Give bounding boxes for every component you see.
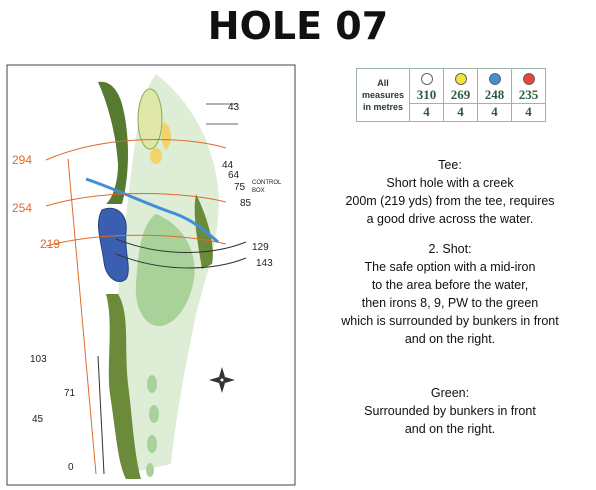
tee-white-par: 4 — [423, 104, 430, 119]
tree-line-left — [106, 294, 141, 479]
control-box-label-2: BOX — [252, 188, 265, 194]
shot-line-2: to the area before the water, — [371, 278, 529, 292]
green-section: Green: Surrounded by bunkers in front an… — [304, 384, 596, 438]
tee-blue-dot-icon — [489, 73, 501, 85]
tee-yellow-par: 4 — [457, 104, 464, 119]
marker-143: 143 — [256, 258, 273, 269]
tee-heading: Tee: — [438, 158, 462, 172]
arc-294 — [45, 138, 227, 161]
tee-line-1: Short hole with a creek — [386, 176, 514, 190]
marker-44: 44 — [222, 160, 234, 171]
scorecard-label-line-2: measures — [361, 90, 405, 100]
tee-yellow-distance: 269 — [444, 86, 477, 104]
green-bunker — [161, 122, 172, 150]
arc-129 — [115, 238, 247, 253]
measure-line-black — [97, 355, 105, 475]
scorecard-label-line-3: in metres — [362, 102, 404, 112]
compass-rose-icon — [209, 367, 235, 393]
tee-red-dot-icon — [523, 73, 535, 85]
scorecard-label-line-1: All — [377, 78, 389, 88]
tee-blue-par: 4 — [491, 104, 498, 119]
tee-red-distance: 235 — [512, 86, 545, 104]
marker-0: 0 — [68, 462, 74, 473]
tee-red-par: 4 — [525, 104, 532, 119]
creek — [85, 177, 219, 244]
tee-white-distance: 310 — [410, 86, 443, 104]
scorecard-col-blue: 248 4 — [478, 69, 512, 121]
hole-map: 294 254 219 103 71 45 0 43 44 64 75 CONT… — [6, 64, 296, 486]
green-bunker-front — [150, 148, 162, 164]
green-heading: Green: — [430, 386, 470, 400]
marker-129: 129 — [252, 242, 269, 253]
shot-heading: 2. Shot: — [428, 242, 472, 256]
arc-254 — [45, 193, 227, 207]
tee-box-3 — [147, 435, 157, 453]
tree-line-top — [98, 81, 128, 204]
marker-75: 75 — [234, 182, 246, 193]
scorecard-col-red: 235 4 — [512, 69, 545, 121]
control-box-label-1: CONTROL — [252, 180, 282, 186]
marker-103: 103 — [30, 354, 47, 365]
marker-254: 254 — [12, 201, 32, 215]
tee-blue-distance: 248 — [478, 86, 511, 104]
tee-yellow-dot-icon — [455, 73, 467, 85]
shot-section: 2. Shot: The safe option with a mid-iron… — [304, 240, 596, 348]
measure-line-left — [67, 158, 97, 475]
pond — [98, 207, 129, 283]
tee-white-dot-icon — [421, 73, 433, 85]
green-line-2: and on the right. — [404, 422, 496, 436]
shot-line-1: The safe option with a mid-iron — [364, 260, 536, 274]
shot-line-5: and on the right. — [404, 332, 496, 346]
marker-64: 64 — [228, 170, 240, 181]
marker-219: 219 — [40, 237, 60, 251]
hole-title: HOLE 07 — [207, 4, 389, 48]
scorecard-col-yellow: 269 4 — [444, 69, 478, 121]
putting-green — [137, 88, 163, 150]
shot-line-4: which is surrounded by bunkers in front — [341, 314, 559, 328]
fairway-landing — [135, 214, 195, 327]
tee-box-1 — [147, 375, 157, 393]
marker-85: 85 — [240, 198, 252, 209]
tee-line-3: a good drive across the water. — [366, 212, 534, 226]
tee-box-4 — [146, 463, 154, 477]
tee-box-2 — [149, 405, 159, 423]
marker-45: 45 — [32, 414, 44, 425]
arc-143 — [115, 253, 247, 269]
marker-43: 43 — [228, 102, 240, 113]
scorecard-col-white: 310 4 — [410, 69, 444, 121]
marker-71: 71 — [64, 388, 76, 399]
scorecard-table: All measures in metres 310 4 269 4 248 4… — [356, 68, 546, 122]
shot-line-3: then irons 8, 9, PW to the green — [361, 296, 539, 310]
marker-294: 294 — [12, 153, 32, 167]
scorecard-label: All measures in metres — [357, 69, 410, 121]
green-line-1: Surrounded by bunkers in front — [364, 404, 536, 418]
arc-219 — [45, 234, 227, 247]
tee-line-2: 200m (219 yds) from the tee, requires — [345, 194, 555, 208]
tee-section: Tee: Short hole with a creek 200m (219 y… — [304, 156, 596, 228]
